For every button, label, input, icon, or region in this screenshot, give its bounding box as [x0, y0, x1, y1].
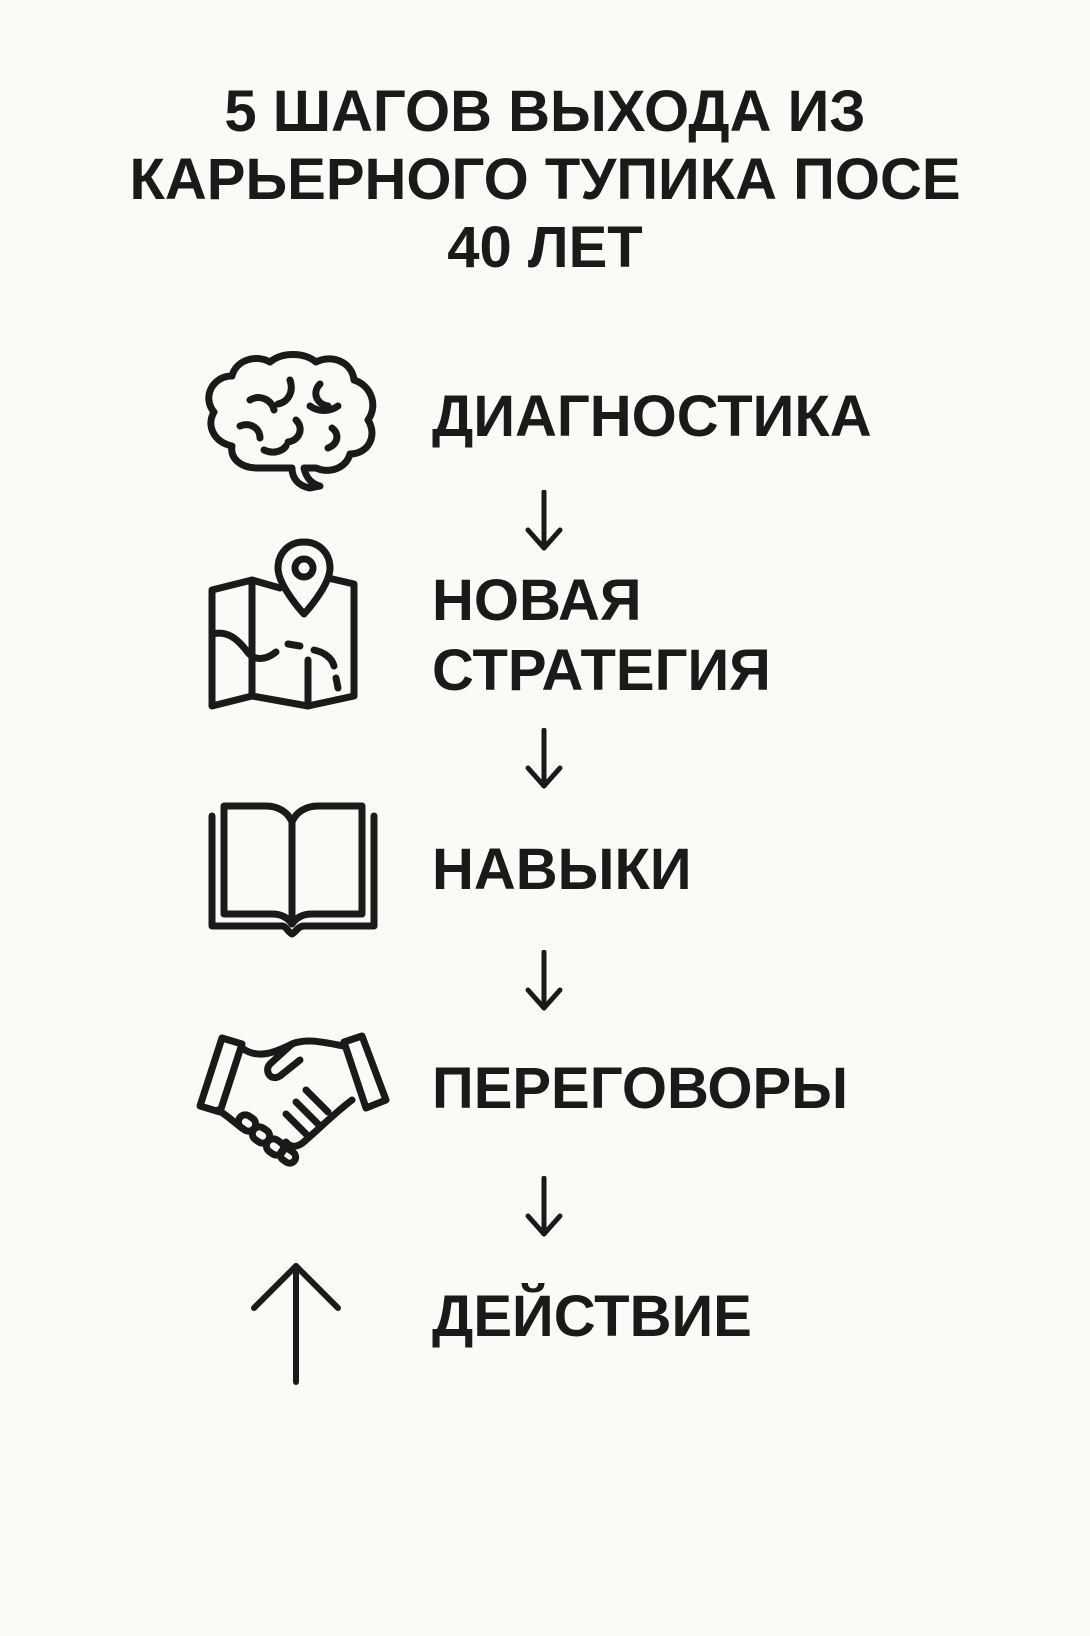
step-label-novaya-strategiya: НОВАЯ СТРАТЕГИЯ	[432, 566, 771, 706]
arrow-down-icon	[524, 489, 564, 559]
step-label-line-1: НОВАЯ	[432, 568, 642, 633]
step-label-line-2: СТРАТЕГИЯ	[432, 638, 771, 703]
title-line-3: 40 ЛЕТ	[447, 215, 643, 280]
diagram-title: 5 ШАГОВ ВЫХОДА ИЗ КАРЬЕРНОГО ТУПИКА ПОСЕ…	[0, 78, 1090, 282]
arrow-down-icon	[524, 1175, 564, 1245]
step-label-diagnostika: ДИАГНОСТИКА	[432, 384, 872, 449]
brain-icon	[200, 350, 380, 492]
arrow-down-icon	[524, 727, 564, 797]
title-line-1: 5 ШАГОВ ВЫХОДА ИЗ	[224, 79, 866, 144]
arrow-down-icon	[524, 949, 564, 1019]
step-label-peregovory: ПЕРЕГОВОРЫ	[432, 1056, 848, 1121]
arrow-up-icon	[250, 1262, 342, 1386]
handshake-icon	[196, 1030, 396, 1170]
step-label-navyki: НАВЫКИ	[432, 837, 692, 902]
map-pin-icon	[208, 538, 358, 710]
open-book-icon	[208, 800, 378, 938]
title-line-2: КАРЬЕРНОГО ТУПИКА ПОСЕ	[129, 147, 961, 212]
step-label-deystvie: ДЕЙСТВИЕ	[432, 1284, 752, 1349]
